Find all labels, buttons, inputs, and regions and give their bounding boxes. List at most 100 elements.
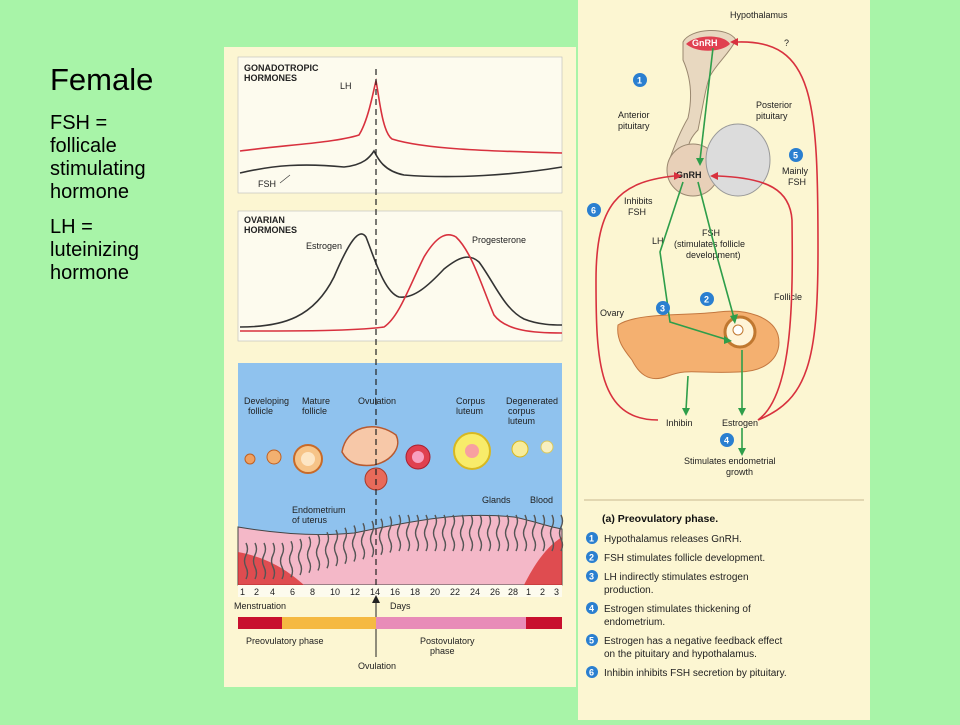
fsh-definition: FSH = follicale stimulating hormone (50, 112, 146, 203)
day-tick-label: 1 (526, 587, 531, 597)
mainly-fsh-label-1: Mainly (782, 166, 809, 176)
anterior-pituitary-label-1: Anterior (618, 110, 650, 120)
estrogen-graph-label: Estrogen (306, 241, 342, 251)
step-badge (720, 433, 734, 447)
gland (369, 520, 375, 558)
endometrium-label-1: Endometrium (292, 505, 346, 515)
hypothalamus-label: Hypothalamus (730, 10, 788, 20)
day-tick-label: 22 (450, 587, 460, 597)
postovulatory-label-2: phase (430, 646, 455, 656)
legend-item-text: LH indirectly stimulates estrogen (604, 572, 749, 583)
gonadotropic-title-1: GONADOTROPIC (244, 63, 319, 73)
gland (396, 514, 402, 552)
hormone-control-panel: Hypothalamus ? GnRH Anterior pituitary P… (578, 0, 870, 720)
inhibits-fsh-label-1: Inhibits (624, 196, 653, 206)
gland (522, 514, 528, 552)
day-tick-label: 4 (270, 587, 275, 597)
day-tick-label: 2 (540, 587, 545, 597)
menstruation-bar (238, 617, 282, 629)
inhibits-fsh-label-2: FSH (628, 207, 646, 217)
glands-label: Glands (482, 495, 511, 505)
gland (279, 542, 285, 580)
progesterone-curve (239, 233, 563, 334)
gland (432, 514, 438, 552)
degenerated-label-2: corpus (508, 406, 536, 416)
fsh-flow-label-2: (stimulates follicle (674, 239, 745, 249)
gland (558, 514, 564, 552)
legend-badge (586, 570, 598, 582)
days-label: Days (390, 601, 411, 611)
gland (405, 514, 411, 552)
legend-item-text: endometrium. (604, 617, 665, 628)
gland (342, 527, 348, 565)
degenerated-corpus-luteum (511, 440, 529, 458)
gland (423, 514, 429, 552)
step-badge (700, 292, 714, 306)
slide-title: Female (50, 62, 154, 97)
degenerated-label-3: luteum (508, 416, 535, 426)
preovulatory-bar (282, 617, 376, 629)
developing-follicle-label-1: Developing (244, 396, 289, 406)
day-tick-label: 20 (430, 587, 440, 597)
lh-to-follicle-arrow (659, 181, 729, 341)
definitions-block: Female FSH = follicale stimulating hormo… (50, 62, 220, 297)
legend-badge (586, 602, 598, 614)
fsh-curve (239, 149, 563, 178)
gland (261, 542, 267, 580)
legend-heading: (a) Preovulatory phase. (602, 513, 718, 525)
day-tick-label: 1 (240, 587, 245, 597)
fsh-to-follicle-arrow (697, 181, 735, 319)
fsh-label: FSH (258, 179, 276, 189)
gland (540, 514, 546, 552)
gland (297, 538, 303, 576)
feedback-question-mark: ? (784, 38, 789, 48)
gland (414, 514, 420, 552)
ovary-to-inhibin-arrow (685, 375, 689, 411)
day-tick-label: 12 (350, 587, 360, 597)
gland (252, 542, 258, 580)
early-corpus-luteum-core (412, 451, 424, 463)
blood-label: Blood (530, 495, 553, 505)
fsh-flow-label-3: development) (686, 250, 741, 260)
step-badge (656, 301, 670, 315)
corpus-luteum-label-2: luteum (456, 406, 483, 416)
step-badge-number: 6 (591, 206, 596, 216)
preovulatory-label: Preovulatory phase (246, 636, 324, 646)
gland (351, 525, 357, 562)
legend-item-text: Estrogen stimulates thickening of (604, 604, 751, 615)
gland (549, 514, 555, 552)
arrowhead-lh (724, 336, 732, 344)
gland (459, 514, 465, 552)
legend-badge (586, 551, 598, 563)
menstrual-bleeding-left (238, 552, 304, 585)
arrowhead-hypothalamus (730, 38, 738, 46)
legend-badge-number: 3 (589, 572, 594, 582)
arrowhead-gnrh (696, 158, 704, 166)
posterior-pituitary-label-2: pituitary (756, 111, 788, 121)
legend-item-text: Estrogen has a negative feedback effect (604, 636, 782, 647)
gland (288, 540, 294, 578)
endometrium-label-2: of uterus (292, 515, 328, 525)
gland (468, 514, 474, 552)
day-tick-label: 2 (254, 587, 259, 597)
ovulation-label: Ovulation (358, 396, 396, 406)
inhibin-to-pituitary-loop (595, 175, 675, 421)
day-tick-label: 18 (410, 587, 420, 597)
gnrh-secreting-region (686, 36, 730, 51)
gland (243, 542, 249, 580)
ovulating-follicle (341, 426, 399, 467)
cycle-figure-panel: GONADOTROPIC HORMONES LH FSH OVARIAN HOR… (224, 47, 576, 687)
day-tick-label: 10 (330, 587, 340, 597)
gland (315, 534, 321, 571)
menstruation-label: Menstruation (234, 601, 286, 611)
day-tick-label: 24 (470, 587, 480, 597)
mature-follicle-label-1: Mature (302, 396, 330, 406)
step-badge (789, 148, 803, 162)
stimulatory-arrows (659, 47, 743, 450)
follicle-stage-1 (244, 453, 256, 465)
gnrh-to-pituitary-arrow (699, 47, 714, 161)
gland (450, 514, 456, 552)
anterior-pituitary-label-2: pituitary (618, 121, 650, 131)
